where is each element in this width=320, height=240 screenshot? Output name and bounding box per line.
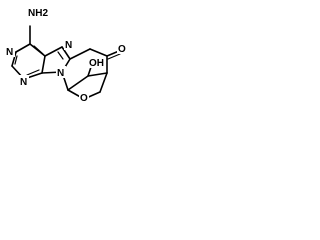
sugar-ring: [61, 63, 108, 100]
nitrogen-label-9: N: [57, 68, 64, 79]
nitrogen-label-3: N: [20, 77, 27, 88]
nitrogen-label-1: N: [6, 47, 13, 58]
chemical-structure: NH2 N N N N OH O O: [5, 6, 127, 104]
lactone-bridge: [69, 48, 121, 74]
nitrogen-label-7: N: [65, 40, 72, 51]
hydroxyl-label: OH: [89, 58, 104, 69]
ring-oxygen-label: O: [80, 93, 88, 104]
pyrimidine-ring: [11, 25, 46, 80]
carbonyl-oxygen-label: O: [118, 44, 126, 55]
atom-labels: NH2 N N N N OH O O: [5, 6, 127, 104]
amine-label: NH2: [28, 8, 48, 19]
